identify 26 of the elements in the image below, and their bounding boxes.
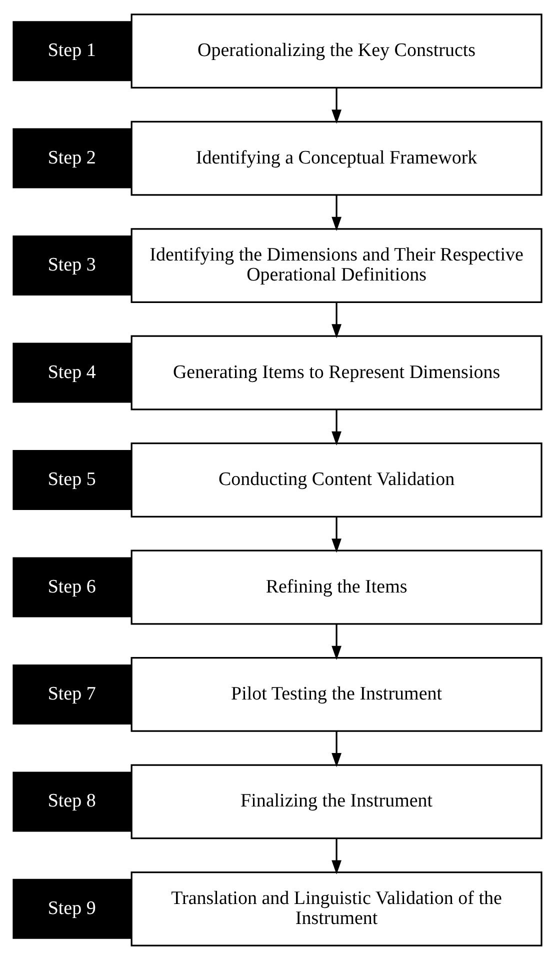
arrow xyxy=(332,838,342,874)
node-box: Step 7 xyxy=(12,664,132,724)
arrow xyxy=(332,302,342,338)
node-box: Operationalizing the Key Constructs xyxy=(130,13,542,88)
node-box: Step 6 xyxy=(12,556,132,617)
arrow xyxy=(332,409,342,445)
node-box: Step 8 xyxy=(12,771,132,832)
node-box: Step 2 xyxy=(12,128,132,188)
arrow xyxy=(332,730,342,767)
node-box: Translation and Linguistic Validation of the Instrument xyxy=(130,870,542,946)
node-box: Generating Items to Represent Dimensions xyxy=(130,334,542,410)
node-box: Step 4 xyxy=(12,342,132,402)
node-box: Identifying a Conceptual Framework xyxy=(130,120,542,196)
node-box: Identifying the Dimensions and Their Respective Operational Definitions xyxy=(130,228,542,302)
node-box: Step 3 xyxy=(12,235,132,296)
node-box: Step 9 xyxy=(12,878,132,938)
arrow xyxy=(332,194,342,231)
node-box: Refining the Items xyxy=(130,549,542,624)
node-box: Conducting Content Validation xyxy=(130,442,542,517)
arrow xyxy=(332,624,342,660)
node-box: Step 1 xyxy=(12,20,132,81)
node-box: Pilot Testing the Instrument xyxy=(130,656,542,732)
node-box: Step 5 xyxy=(12,450,132,510)
arrow xyxy=(332,87,342,124)
arrow xyxy=(332,516,342,552)
node-box: Finalizing the Instrument xyxy=(130,764,542,839)
